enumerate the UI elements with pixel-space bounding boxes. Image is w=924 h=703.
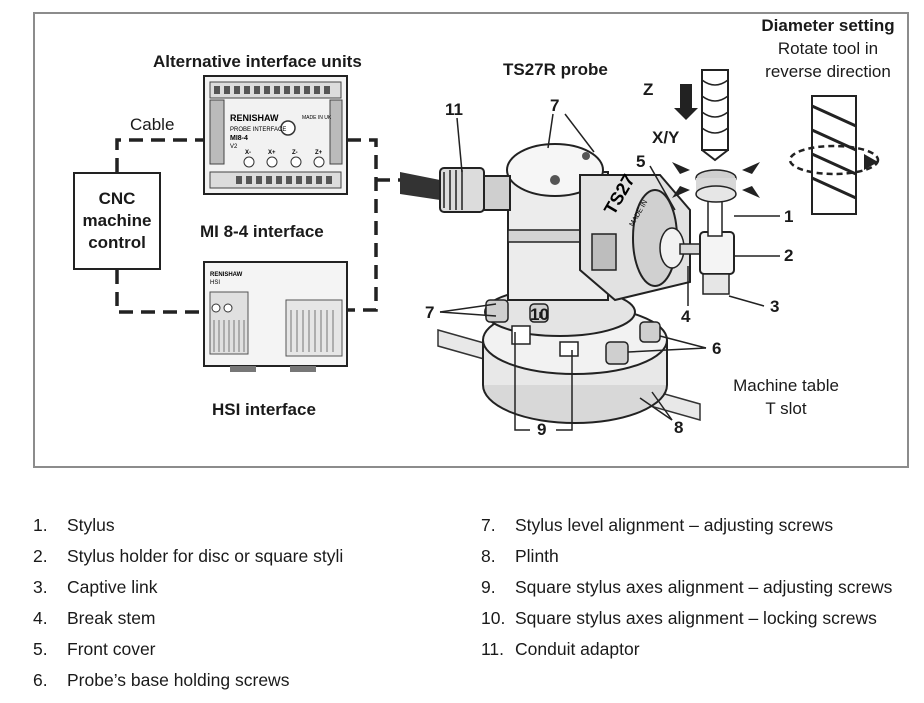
legend-number: 11. [481, 639, 505, 659]
callout-5: 5 [636, 152, 646, 171]
leader-lines [439, 113, 780, 431]
legend-text: Square stylus axes alignment – locking s… [515, 608, 877, 628]
mi84-model-text: MI8-4 [230, 135, 248, 142]
legend-number: 1. [33, 515, 48, 535]
legend-number: 2. [33, 546, 48, 566]
diameter-setting-title: Diameter setting [761, 16, 895, 35]
cnc-label-line2: machine [82, 211, 152, 230]
legend-text: Square stylus axes alignment – adjusting… [515, 577, 893, 597]
mi84-z-plus: Z+ [315, 150, 323, 156]
diameter-setting-line1: Rotate tool in [777, 39, 879, 58]
hsi-brand-text: RENISHAW [210, 272, 243, 278]
legend-number: 10. [481, 608, 506, 628]
legend-item: 5. Front cover [33, 636, 343, 667]
callout-7-top: 7 [550, 96, 560, 115]
callout-9: 9 [537, 420, 547, 439]
legend-text: Break stem [67, 608, 156, 628]
mi84-brand-text: RENISHAW [230, 113, 279, 123]
mi84-probe-interface-text: PROBE INTERFACE [230, 127, 286, 133]
legend-text: Captive link [67, 577, 158, 597]
legend-text: Plinth [515, 546, 559, 566]
legend-number: 7. [481, 515, 496, 535]
drill-tool [701, 69, 729, 162]
legend-text: Stylus holder for disc or square styli [67, 546, 344, 566]
hsi-label: HSI interface [212, 400, 316, 419]
legend-item: 9. Square stylus axes alignment – adjusti… [481, 574, 892, 605]
xy-axis-label: X/Y [652, 128, 680, 147]
legend-text: Stylus level alignment – adjusting screw… [515, 515, 834, 535]
callout-3: 3 [770, 297, 780, 316]
cnc-machine-control-box: CNC machine control [73, 172, 161, 270]
mi84-x-plus: X+ [268, 150, 276, 156]
legend-item: 6. Probe’s base holding screws [33, 667, 343, 698]
legend-left-list: 1. Stylus 2. Stylus holder for disc or squ… [33, 512, 343, 698]
z-axis-label: Z [643, 80, 654, 99]
callout-4: 4 [681, 307, 691, 326]
hsi-model-text: HSI [210, 280, 220, 286]
ts27r-label: TS27R probe [503, 60, 608, 79]
legend-text: Stylus [67, 515, 115, 535]
z-arrow [674, 84, 698, 120]
legend-item: 4. Break stem [33, 605, 343, 636]
legend-number: 9. [481, 577, 496, 597]
legend-text: Probe’s base holding screws [67, 670, 290, 690]
callout-11: 11 [445, 100, 463, 119]
callout-10: 10 [530, 305, 549, 324]
legend-item: 11. Conduit adaptor [481, 636, 892, 667]
mi84-z-minus: Z- [292, 150, 298, 156]
machine-table-line1: Machine table [733, 376, 839, 395]
callout-2: 2 [784, 246, 794, 265]
legend-item: 10. Square stylus axes alignment – lockin… [481, 605, 892, 636]
alt-units-heading: Alternative interface units [153, 52, 362, 71]
callout-6: 6 [712, 339, 722, 358]
mi84-made-in-text: MADE IN UK [302, 115, 332, 121]
legend-number: 5. [33, 639, 48, 659]
hsi-interface-unit: RENISHAW HSI [203, 261, 348, 372]
legend-item: 8. Plinth [481, 543, 892, 574]
legend-number: 3. [33, 577, 48, 597]
legend-item: 3. Captive link [33, 574, 343, 605]
mi84-interface-unit: RENISHAW PROBE INTERFACE MI8-4 V2 MADE I… [203, 75, 348, 195]
machine-table-line2: T slot [765, 399, 807, 418]
legend-item: 1. Stylus [33, 512, 343, 543]
mi84-label: MI 8-4 interface [200, 222, 324, 241]
diagram-frame [33, 12, 909, 468]
legend-right-list: 7. Stylus level alignment – adjusting scr… [481, 512, 892, 667]
legend-number: 6. [33, 670, 48, 690]
legend-item: 2. Stylus holder for disc or square styli [33, 543, 343, 574]
mi84-x-minus: X- [245, 150, 251, 156]
callout-7-left: 7 [425, 303, 435, 322]
callout-1: 1 [784, 207, 794, 226]
end-mill-tool [788, 95, 880, 215]
callout-8: 8 [674, 418, 684, 437]
legend-item: 7. Stylus level alignment – adjusting scr… [481, 512, 892, 543]
diameter-setting-line2: reverse direction [765, 62, 891, 81]
mi84-version-text: V2 [230, 144, 238, 150]
legend-text: Front cover [67, 639, 156, 659]
cable-label: Cable [130, 115, 175, 134]
xy-arrows [672, 162, 760, 198]
ts27r-probe: TS27 MADE IN [400, 143, 737, 424]
cnc-label-line3: control [88, 233, 146, 252]
legend-number: 4. [33, 608, 48, 628]
cnc-label-line1: CNC [98, 189, 136, 208]
legend-text: Conduit adaptor [515, 639, 640, 659]
legend-number: 8. [481, 546, 496, 566]
